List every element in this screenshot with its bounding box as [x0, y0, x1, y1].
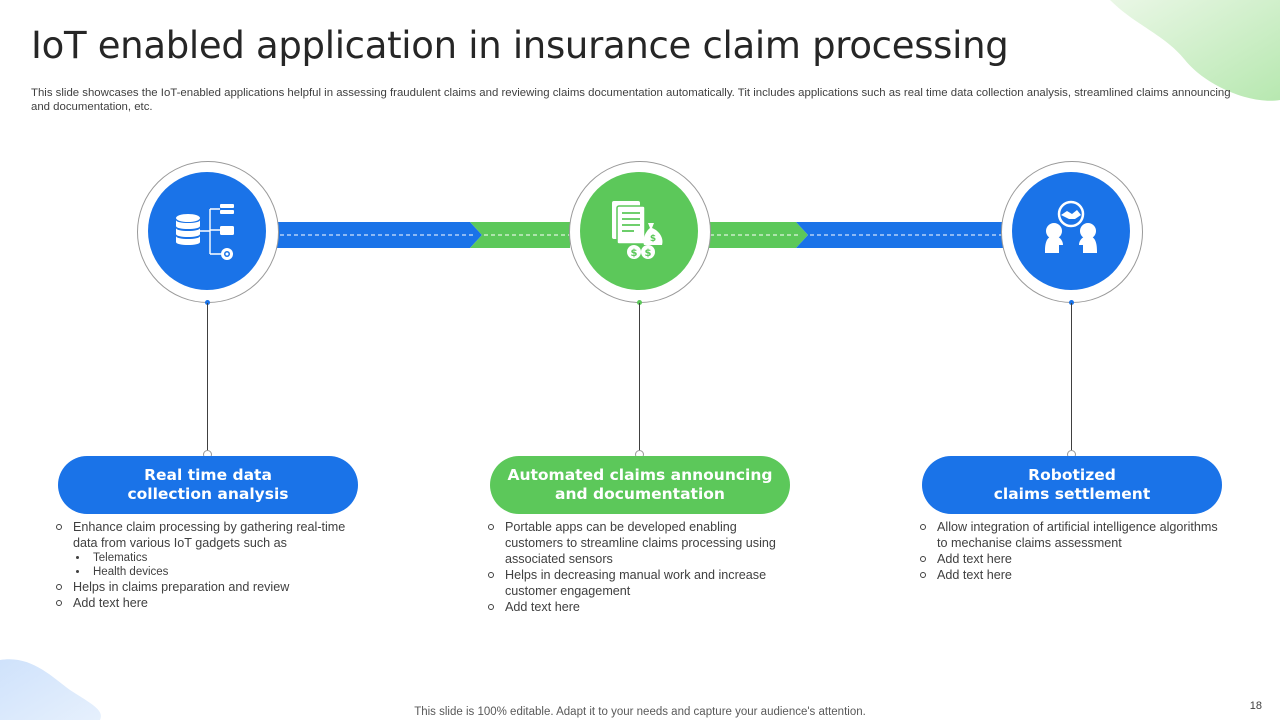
list-item: Add text here	[54, 595, 354, 611]
svg-text:$: $	[650, 234, 656, 244]
list-item: Helps in decreasing manual work and incr…	[486, 567, 786, 599]
list-item: Add text here	[918, 551, 1218, 567]
step-1-heading: Real time data collection analysis	[58, 456, 358, 514]
connector-arrow-2	[700, 222, 1010, 248]
page-subtitle: This slide showcases the IoT-enabled app…	[31, 87, 1231, 113]
step-1-connector-line	[207, 303, 208, 453]
step-3-bullets: Allow integration of artificial intellig…	[918, 519, 1218, 583]
page-number: 18	[1249, 700, 1262, 712]
corner-decoration-bottom-left	[0, 659, 101, 720]
step-2-connector-line	[639, 303, 640, 453]
step-2-bullets: Portable apps can be developed enabling …	[486, 519, 786, 615]
footer-note: This slide is 100% editable. Adapt it to…	[414, 706, 866, 718]
step-2-line-dot	[637, 300, 642, 305]
step-3-icon-circle	[1012, 172, 1130, 290]
step-1-node	[137, 161, 279, 303]
sub-list-item: Health devices	[54, 565, 354, 579]
corner-decoration-top-right	[1110, 0, 1280, 101]
handshake-people-icon	[1045, 200, 1097, 253]
step-3-heading: Robotized claims settlement	[922, 456, 1222, 514]
page-title: IoT enabled application in insurance cla…	[31, 24, 1009, 67]
database-network-icon	[176, 204, 234, 260]
step-2-icon-circle: $ $ $	[580, 172, 698, 290]
sub-list-item: Telematics	[54, 551, 354, 565]
list-item: Enhance claim processing by gathering re…	[54, 519, 354, 551]
step-2-node: $ $ $	[569, 161, 711, 303]
step-1-line-dot	[205, 300, 210, 305]
step-3-connector-line	[1071, 303, 1072, 453]
list-item: Allow integration of artificial intellig…	[918, 519, 1218, 551]
list-item: Add text here	[918, 567, 1218, 583]
svg-text:$: $	[631, 248, 638, 259]
step-3-node	[1001, 161, 1143, 303]
svg-text:$: $	[645, 248, 652, 259]
step-1-icon-circle	[148, 172, 266, 290]
step-1-bullets: Enhance claim processing by gathering re…	[54, 519, 354, 611]
documents-money-icon: $ $ $	[612, 201, 663, 259]
step-3-line-dot	[1069, 300, 1074, 305]
list-item: Portable apps can be developed enabling …	[486, 519, 786, 567]
list-item: Helps in claims preparation and review	[54, 579, 354, 595]
step-2-heading: Automated claims announcing and document…	[490, 456, 790, 514]
list-item: Add text here	[486, 599, 786, 615]
connector-arrow-1	[270, 222, 570, 248]
